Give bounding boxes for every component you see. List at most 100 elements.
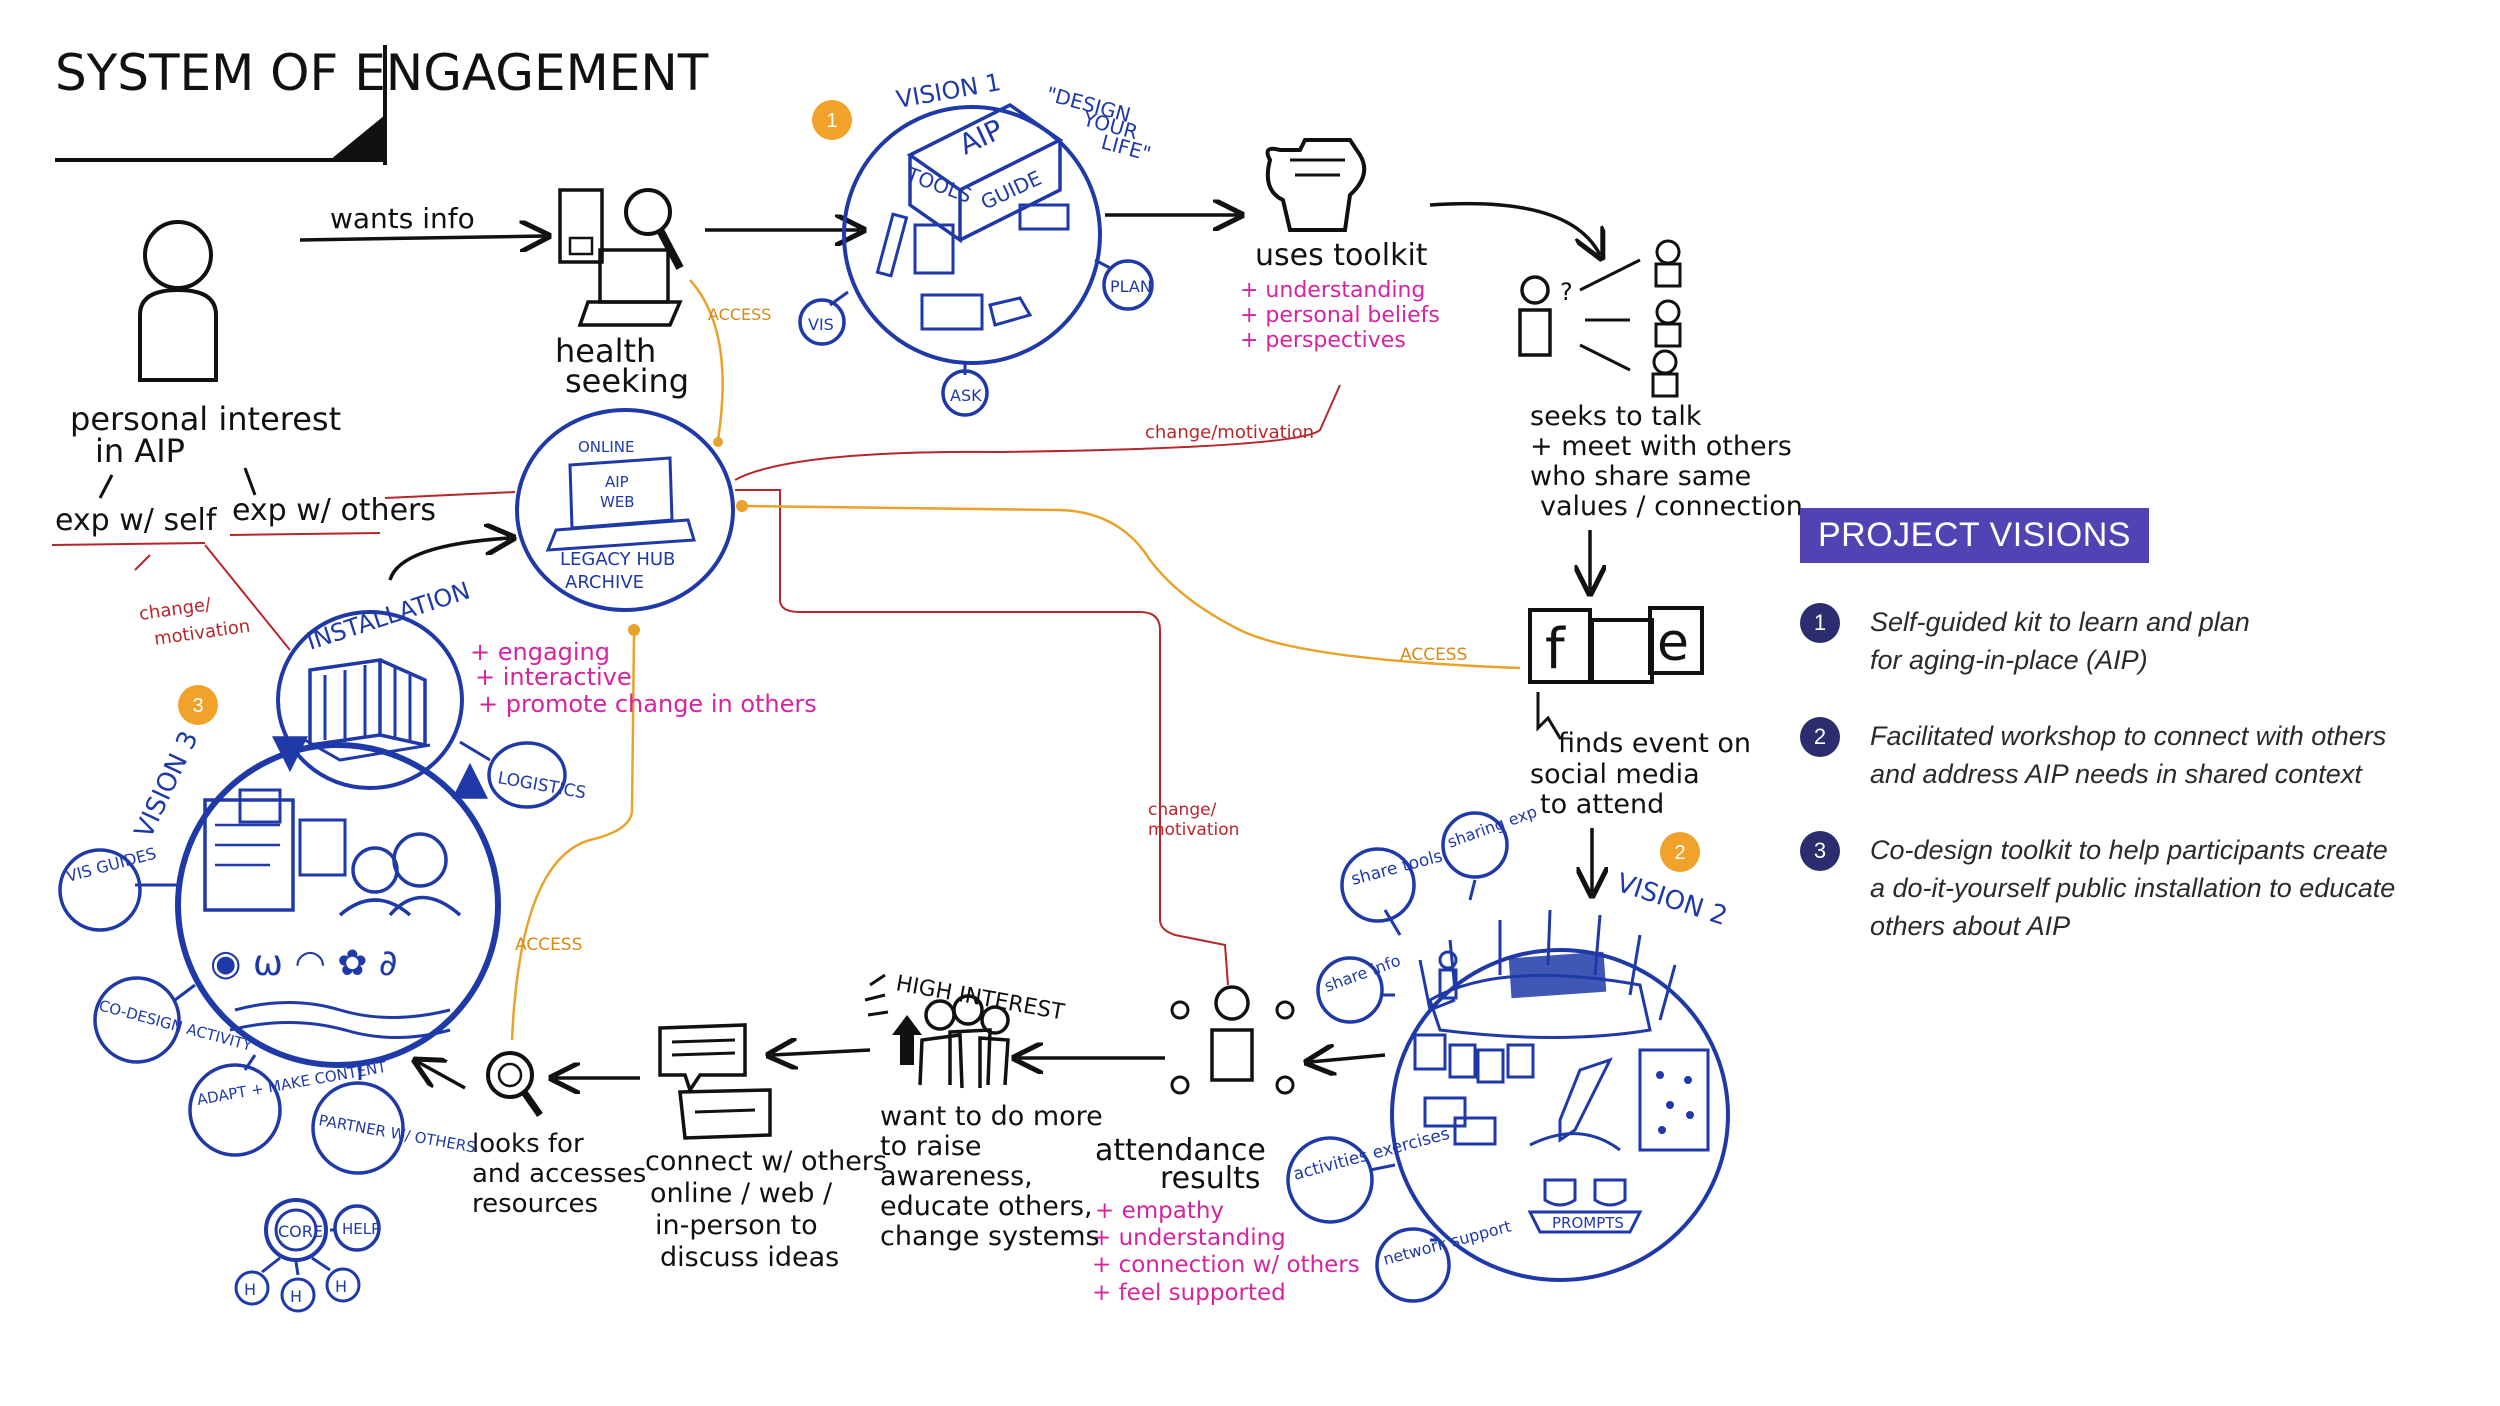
person-label-2: in AIP bbox=[95, 432, 185, 470]
svg-text:in-person to: in-person to bbox=[655, 1210, 818, 1241]
svg-text:attendance: attendance bbox=[1095, 1133, 1266, 1168]
change-motivation-label-1: change/motivation bbox=[1145, 422, 1314, 443]
person-label-1: personal interest bbox=[70, 400, 341, 438]
svg-text:SYSTEM OF ENGAGEMENT: SYSTEM OF ENGAGEMENT bbox=[55, 44, 709, 102]
svg-text:+ meet with others: + meet with others bbox=[1530, 431, 1792, 462]
vision3-badge: 3 bbox=[178, 685, 218, 725]
svg-text:ARCHIVE: ARCHIVE bbox=[565, 572, 644, 593]
legend-item-2: 2 Facilitated workshop to connect with o… bbox=[1800, 717, 2480, 793]
access-label-1: ACCESS bbox=[708, 305, 771, 324]
svg-text:f: f bbox=[1545, 617, 1566, 682]
vision3-node: VISION 3 ◉ ω ◠ ✿ ∂ bbox=[129, 727, 501, 1068]
online-hub-node: ONLINE AIP WEB LEGACY HUB ARCHIVE bbox=[515, 408, 735, 612]
svg-text:◉ ω ◠ ✿ ∂: ◉ ω ◠ ✿ ∂ bbox=[210, 943, 398, 984]
person-exp-self: exp w/ self bbox=[55, 503, 218, 538]
svg-text:H: H bbox=[244, 1280, 256, 1299]
svg-text:want to do more: want to do more bbox=[880, 1101, 1103, 1132]
toolkit-node: uses toolkit + understanding + personal … bbox=[1240, 138, 1440, 353]
arrow-to-connect bbox=[772, 1050, 871, 1055]
svg-text:+ promote change in others: + promote change in others bbox=[478, 690, 817, 718]
svg-text:change/: change/ bbox=[138, 594, 213, 625]
vision1-badge: 1 bbox=[812, 100, 852, 140]
svg-text:educate others,: educate others, bbox=[880, 1191, 1093, 1222]
svg-text:+ perspectives: + perspectives bbox=[1240, 328, 1406, 353]
legend-title: PROJECT VISIONS bbox=[1800, 508, 2149, 563]
svg-text:ACCESS: ACCESS bbox=[1400, 645, 1467, 665]
svg-text:ONLINE: ONLINE bbox=[578, 438, 635, 456]
legend-badge-3: 3 bbox=[1800, 831, 1840, 871]
svg-text:1: 1 bbox=[826, 110, 837, 132]
attendance-node: attendance results + empathy + understan… bbox=[1092, 985, 1360, 1306]
seek-node: ? seeks to talk + meet with others who s… bbox=[1518, 239, 1803, 522]
svg-text:+ understanding: + understanding bbox=[1240, 278, 1425, 303]
toolkit-label: uses toolkit bbox=[1255, 238, 1428, 273]
svg-text:AIP: AIP bbox=[605, 473, 629, 491]
legend-badge-1: 1 bbox=[1800, 603, 1840, 643]
health-seeking-node: health seeking bbox=[555, 188, 689, 400]
svg-text:3: 3 bbox=[192, 695, 203, 717]
vision3-label: VISION 3 bbox=[129, 727, 205, 843]
svg-text:+ interactive: + interactive bbox=[475, 663, 632, 691]
vision1-sat-plan: PLAN bbox=[1110, 277, 1152, 296]
health-label-2: seeking bbox=[565, 362, 689, 400]
vision3-sat-logistics: LOGISTICS bbox=[496, 768, 587, 803]
vision2-badge: 2 bbox=[1660, 832, 1700, 872]
svg-text:and accesses: and accesses bbox=[472, 1159, 646, 1189]
svg-text:+ connection w/ others: + connection w/ others bbox=[1092, 1252, 1360, 1278]
access-line-health bbox=[689, 279, 724, 441]
social-node: f e finds event on social media to atten… bbox=[1528, 606, 1751, 820]
svg-text:+ engaging: + engaging bbox=[470, 638, 610, 666]
svg-text:discuss ideas: discuss ideas bbox=[660, 1242, 839, 1273]
svg-text:values / connection: values / connection bbox=[1540, 491, 1803, 522]
vision1-sat-ask: ASK bbox=[950, 386, 982, 405]
svg-text:PROMPTS: PROMPTS bbox=[1552, 1214, 1624, 1232]
looks-node: looks for and accesses resources bbox=[472, 1051, 646, 1219]
svg-text:looks for: looks for bbox=[472, 1129, 584, 1159]
arrow-wants-info bbox=[299, 236, 545, 240]
svg-text:H: H bbox=[335, 1277, 347, 1296]
vision3-sat-help: HELP bbox=[342, 1220, 380, 1238]
svg-text:?: ? bbox=[1560, 278, 1573, 306]
svg-text:WEB: WEB bbox=[600, 493, 635, 511]
svg-text:motivation: motivation bbox=[1148, 820, 1239, 840]
diagram-title: SYSTEM OF ENGAGEMENT bbox=[55, 44, 709, 165]
person-exp-others: exp w/ others bbox=[232, 493, 436, 528]
svg-text:who share same: who share same bbox=[1530, 461, 1751, 492]
svg-text:ACCESS: ACCESS bbox=[515, 935, 582, 955]
installation-node: INSTALLATION + engaging + interactive + … bbox=[276, 577, 817, 790]
svg-text:+ personal beliefs: + personal beliefs bbox=[1240, 303, 1440, 328]
svg-text:to attend: to attend bbox=[1540, 789, 1664, 820]
legend-badge-2: 2 bbox=[1800, 717, 1840, 757]
svg-text:e: e bbox=[1657, 613, 1689, 673]
svg-text:connect w/ others: connect w/ others bbox=[645, 1146, 887, 1177]
svg-text:finds event on: finds event on bbox=[1558, 728, 1751, 759]
svg-text:results: results bbox=[1160, 1161, 1261, 1196]
vision2-node: VISION 2 PROMPTS share tools sharing exp… bbox=[1286, 802, 1731, 1303]
high-interest-node: HIGH INTEREST want to do more to raise a… bbox=[864, 971, 1103, 1252]
svg-text:change/: change/ bbox=[1148, 800, 1217, 820]
arrow-to-vision3 bbox=[418, 1062, 466, 1090]
wants-info-label: wants info bbox=[330, 202, 475, 235]
vision2-sat-sharing-exp: sharing exp bbox=[1445, 802, 1540, 852]
svg-text:change systems: change systems bbox=[880, 1221, 1100, 1252]
vision1-sat-vis: VIS bbox=[808, 315, 834, 334]
vision2-label: VISION 2 bbox=[1613, 868, 1731, 932]
health-label-1: health bbox=[555, 332, 656, 370]
svg-text:INSTALLATION: INSTALLATION bbox=[303, 577, 473, 656]
svg-text:resources: resources bbox=[472, 1189, 598, 1219]
vision1-node: VISION 1 "DESIGN YOUR LIFE" AIP TOOLS GU… bbox=[798, 68, 1154, 417]
arrow-to-seek bbox=[1429, 201, 1600, 255]
legend-item-3: 3 Co-design toolkit to help participants… bbox=[1800, 831, 2480, 945]
project-visions-legend: PROJECT VISIONS 1 Self-guided kit to lea… bbox=[1800, 508, 2480, 945]
svg-text:2: 2 bbox=[1674, 842, 1685, 864]
connect-node: connect w/ others online / web / in-pers… bbox=[645, 1023, 887, 1273]
svg-text:+ understanding: + understanding bbox=[1092, 1225, 1286, 1251]
arrow-to-attendance bbox=[1310, 1055, 1386, 1062]
access-lines: ACCESS ACCESS bbox=[510, 500, 1521, 1041]
svg-text:AIP: AIP bbox=[954, 113, 1008, 162]
arrow-installation-to-hub bbox=[388, 538, 510, 581]
svg-text:social media: social media bbox=[1530, 759, 1700, 790]
svg-text:TOOLS: TOOLS bbox=[902, 162, 975, 208]
svg-text:LIFE": LIFE" bbox=[1099, 130, 1154, 166]
svg-text:+ empathy: + empathy bbox=[1095, 1198, 1224, 1224]
